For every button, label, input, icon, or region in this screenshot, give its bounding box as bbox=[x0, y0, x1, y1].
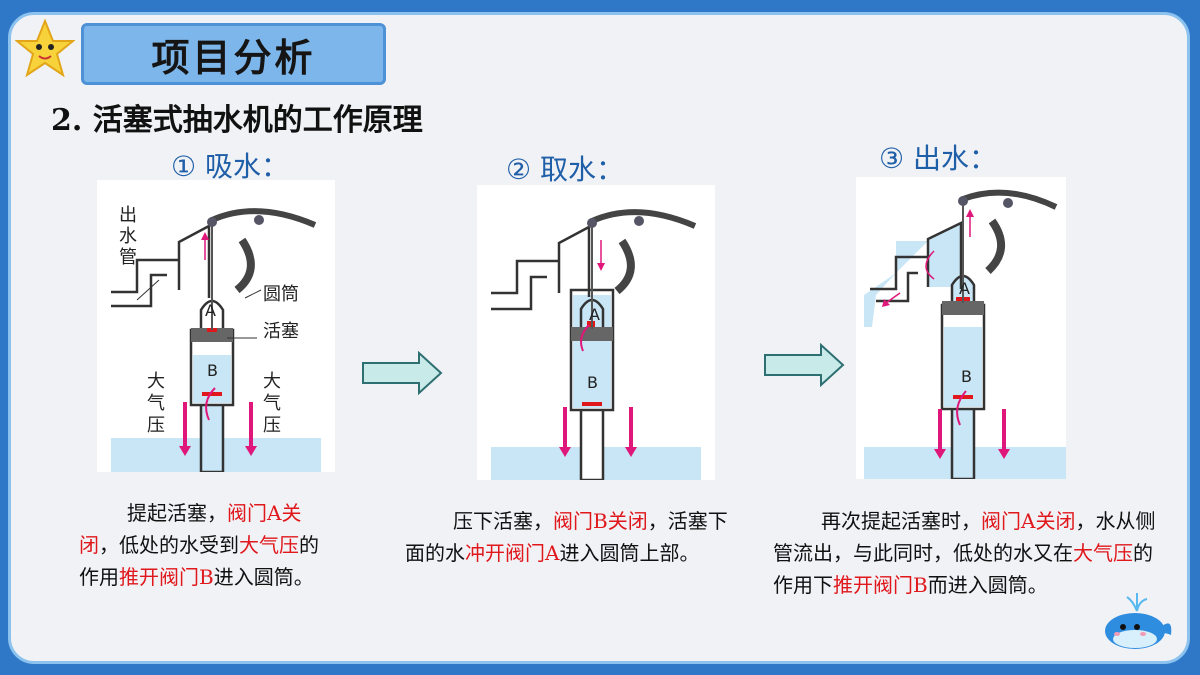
slide: 项目分析 2. 活塞式抽水机的工作原理 ① 吸水： ② 取水： ③ 出水： bbox=[8, 12, 1190, 664]
diagram-lift bbox=[477, 185, 715, 480]
diagram-discharge bbox=[856, 177, 1066, 479]
caption-text: 进入圆筒上部。 bbox=[559, 541, 700, 565]
label-outlet: 出 水 管 bbox=[119, 205, 137, 268]
caption-text: 压下活塞， bbox=[453, 509, 553, 533]
caption-text: ，水从侧管流出，与此同时，低处的水又在 bbox=[773, 509, 1156, 565]
label-cylinder: 圆筒 bbox=[263, 284, 299, 305]
caption-text: 而进入圆筒。 bbox=[927, 573, 1048, 597]
caption-step-3: 再次提起活塞时，阀门A关闭，水从侧管流出，与此同时，低处的水又在大气压的作用下推… bbox=[773, 505, 1165, 601]
label-atm-left: 大 气 压 bbox=[147, 371, 165, 436]
caption-highlight: 阀门B关闭 bbox=[553, 509, 648, 533]
caption-text: 的作用下 bbox=[773, 541, 1153, 597]
subtitle: 2. 活塞式抽水机的工作原理 bbox=[51, 103, 423, 138]
caption-highlight: 大气压 bbox=[1073, 541, 1133, 565]
caption-highlight: 冲开阀门A bbox=[465, 541, 560, 565]
label-valve-a-3: A bbox=[959, 279, 970, 298]
caption-text: 再次提起活塞时， bbox=[821, 509, 981, 533]
caption-highlight: 推开阀门B bbox=[833, 573, 928, 597]
star-mascot-icon bbox=[15, 19, 75, 78]
label-valve-a-1: A bbox=[205, 301, 216, 320]
label-atm-right: 大 气 压 bbox=[263, 371, 281, 436]
label-valve-b-1: B bbox=[207, 361, 218, 380]
label-piston: 活塞 bbox=[263, 321, 299, 342]
caption-step-2: 压下活塞，阀门B关闭，活塞下面的水冲开阀门A进入圆筒上部。 bbox=[405, 505, 735, 569]
title-box: 项目分析 bbox=[81, 23, 386, 85]
whale-mascot-icon bbox=[1105, 593, 1172, 649]
caption-text: ，低处的水受到 bbox=[99, 533, 239, 557]
caption-text: 的作用 bbox=[79, 533, 319, 589]
caption-highlight: 阀门A关闭 bbox=[981, 509, 1076, 533]
caption-text: ，活塞下面的水 bbox=[405, 509, 728, 565]
caption-highlight: 推开阀门B bbox=[119, 565, 214, 589]
label-valve-b-2: B bbox=[587, 373, 598, 392]
caption-highlight: 阀门A关闭 bbox=[79, 501, 302, 557]
step-2-title: ② 取水： bbox=[506, 153, 625, 186]
label-valve-b-3: B bbox=[961, 367, 972, 386]
caption-step-1: 提起活塞，阀门A关闭，低处的水受到大气压的作用推开阀门B进入圆筒。 bbox=[79, 497, 337, 593]
label-valve-a-2: A bbox=[589, 305, 600, 324]
diagram-suction bbox=[97, 180, 335, 472]
page-title: 项目分析 bbox=[151, 35, 316, 80]
caption-highlight: 大气压 bbox=[239, 533, 299, 557]
right-arrow-icon bbox=[362, 351, 443, 395]
step-1-title: ① 吸水： bbox=[171, 150, 290, 183]
caption-text: 提起活塞， bbox=[127, 501, 227, 525]
step-3-title: ③ 出水： bbox=[879, 142, 998, 175]
right-arrow-icon bbox=[764, 343, 845, 387]
caption-text: 进入圆筒。 bbox=[213, 565, 314, 589]
